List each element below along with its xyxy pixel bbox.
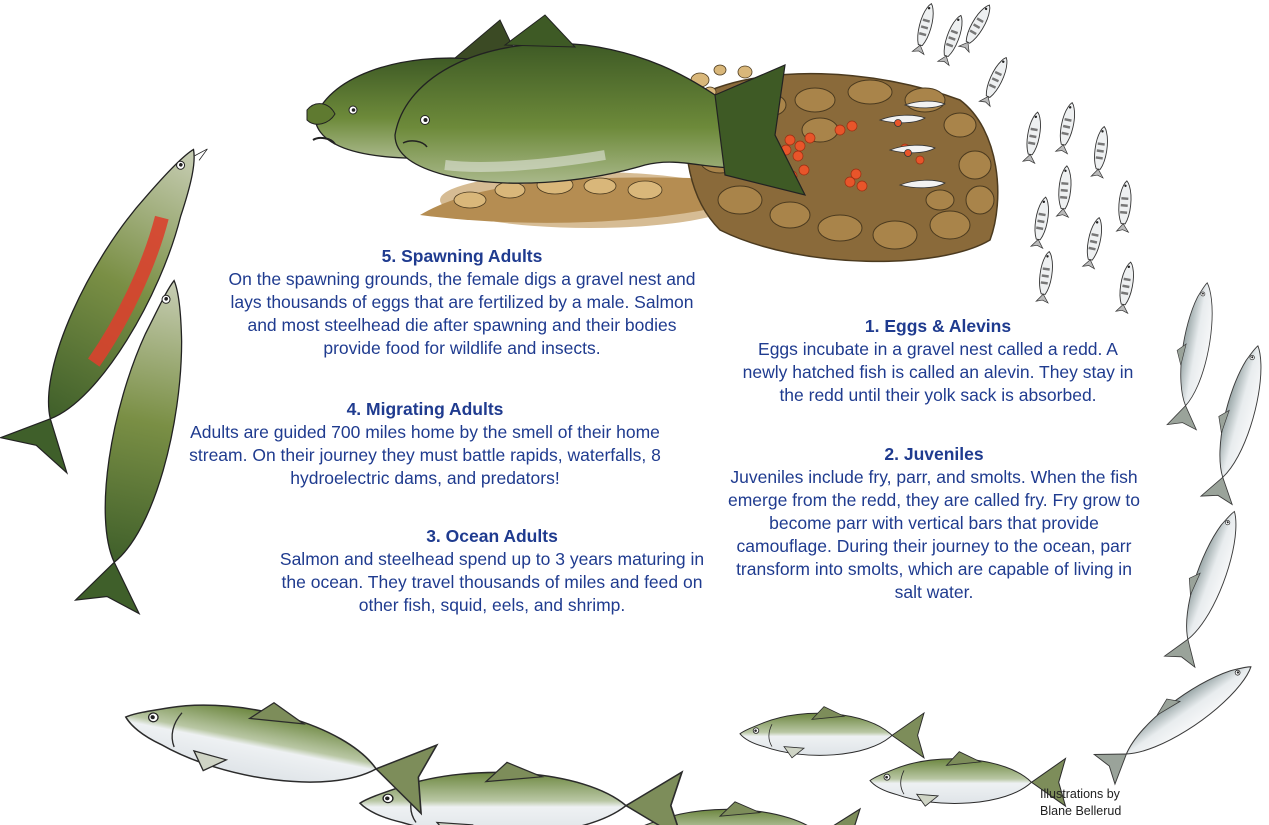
credit-line: Illustrations by	[1040, 786, 1121, 803]
stage-spawning-adults: 5. Spawning Adults On the spawning groun…	[222, 245, 702, 360]
stage-description: Juveniles include fry, parr, and smolts.…	[724, 466, 1144, 604]
stage-description: Adults are guided 700 miles home by the …	[175, 421, 675, 490]
stage-title: 2. Juveniles	[724, 443, 1144, 466]
illustration-credit: Illustrations by Blane Bellerud	[1040, 786, 1121, 820]
stage-description: Eggs incubate in a gravel nest called a …	[738, 338, 1138, 407]
ocean-salmon-icon	[117, 675, 1065, 825]
migrating-salmon-icon	[1, 127, 232, 614]
stage-description: On the spawning grounds, the female digs…	[222, 268, 702, 360]
stage-juveniles: 2. Juveniles Juveniles include fry, parr…	[724, 443, 1144, 604]
stage-title: 1. Eggs & Alevins	[738, 315, 1138, 338]
stage-description: Salmon and steelhead spend up to 3 years…	[268, 548, 716, 617]
stage-eggs-alevins: 1. Eggs & Alevins Eggs incubate in a gra…	[738, 315, 1138, 407]
stage-title: 3. Ocean Adults	[268, 525, 716, 548]
stage-title: 4. Migrating Adults	[175, 398, 675, 421]
stage-migrating-adults: 4. Migrating Adults Adults are guided 70…	[175, 398, 675, 490]
credit-name: Blane Bellerud	[1040, 803, 1121, 820]
spawning-salmon-pair-icon	[307, 15, 805, 195]
stage-title: 5. Spawning Adults	[222, 245, 702, 268]
stage-ocean-adults: 3. Ocean Adults Salmon and steelhead spe…	[268, 525, 716, 617]
